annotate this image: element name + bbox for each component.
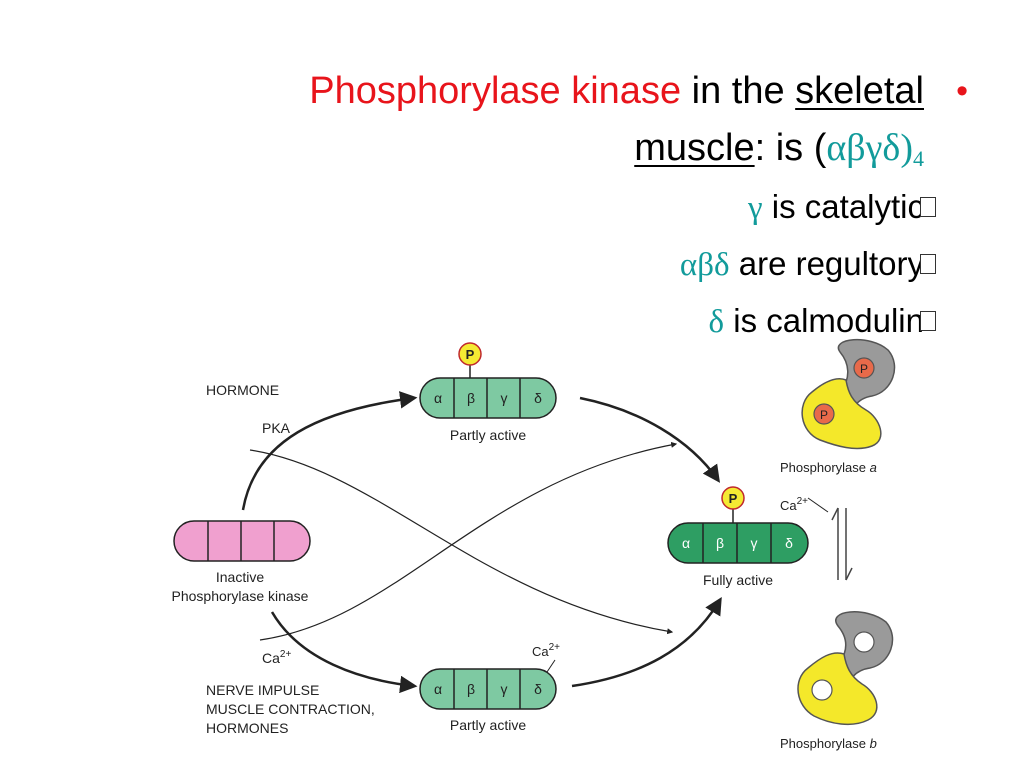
arrow-cross-2 [259,441,678,641]
phosphate-label: P [820,408,828,422]
partly-active-label-top: Partly active [450,427,526,443]
arrow-to-partly-active-top [241,391,418,511]
subunit-delta: δ [785,535,793,551]
title-muscle: muscle [634,127,755,169]
missing-glyph-icon [920,254,936,274]
title-skeletal: skeletal [795,70,924,112]
subpoint-greek: δ [708,304,725,340]
title-in-the: in the [681,70,796,112]
title-is: : is ( [754,127,827,169]
arrow-to-fully-active-bottom [571,596,722,688]
phosphorylase-kinase-label: Phosphorylase kinase [172,588,309,604]
hormones-label: HORMONES [206,720,288,736]
subpoint-text: is catalytic [762,188,924,225]
subunit-beta: β [467,390,475,406]
phosphorylase-b-label: Phosphorylase b [780,736,877,751]
pka-label: PKA [262,420,291,436]
ca-left-label: Ca2+ [262,649,291,666]
phosphate-icon [458,342,482,366]
partly-active-top-kinase: P α β γ δ [419,342,557,419]
subunit-beta: β [467,681,475,697]
fully-active-label: Fully active [703,572,773,588]
ca-binding-line [807,497,829,513]
subpoint-text: is calmodulin [724,302,924,339]
subunit-gamma: γ [501,390,508,406]
phosphate-label: P [860,362,868,376]
phosphate-label: P [466,347,475,362]
arrow-to-partly-active-bottom [270,611,418,694]
missing-glyph-icon [920,197,936,217]
subunit-alpha: α [434,390,442,406]
muscle-contraction-label: MUSCLE CONTRACTION, [206,701,375,717]
subunit-gamma: γ [751,535,758,551]
subunit-beta: β [716,535,724,551]
subunit-alpha: α [434,681,442,697]
inactive-label: Inactive [216,569,264,585]
partly-active-bottom-kinase: α β γ δ [419,668,557,710]
subunit-gamma: γ [501,681,508,697]
subunit-delta: δ [534,390,542,406]
subpoint-greek: γ [748,190,763,226]
subpoint-delta: δ is calmodulin [709,302,924,341]
hormone-label: HORMONE [206,382,279,398]
partly-active-label-bottom: Partly active [450,717,526,733]
fully-active-kinase: P α β γ δ [667,486,809,564]
arrow-to-fully-active-top [579,396,721,483]
title-line-2: muscle: is (αβγδ)4 [634,126,924,172]
title-greek-subunits: αβγδ [826,127,901,169]
phosphorylase-a-icon: P P [801,339,896,450]
subunit-delta: δ [534,681,542,697]
subunit-alpha: α [682,535,690,551]
ca-bottom-label: Ca2+ [532,642,560,659]
slide-text: Phosphorylase kinase in the skeletal • m… [0,0,1024,340]
subpoint-text: are regultory [729,245,924,282]
inactive-kinase [173,520,311,562]
title-line-1: Phosphorylase kinase in the skeletal [309,70,924,113]
title-close-paren: ) [900,127,913,169]
subpoint-alpha-beta-delta: αβδ are regultory [680,245,924,284]
title-phosphorylase-kinase: Phosphorylase kinase [309,70,682,112]
subpoint-gamma: γ is catalytic [748,188,924,227]
phosphorylase-b-icon [797,611,894,726]
phosphorylase-a-label: Phosphorylase a [780,460,877,475]
subpoint-greek: αβδ [679,247,730,283]
arrow-cross-1 [249,449,674,635]
title-subscript: 4 [913,146,924,171]
missing-glyph-icon [920,311,936,331]
ca-fully-label: Ca2+ [780,496,808,513]
phosphate-icon [721,486,745,510]
bullet-dot: • [956,72,968,110]
phosphate-label: P [729,491,738,506]
nerve-impulse-label: NERVE IMPULSE [206,682,319,698]
